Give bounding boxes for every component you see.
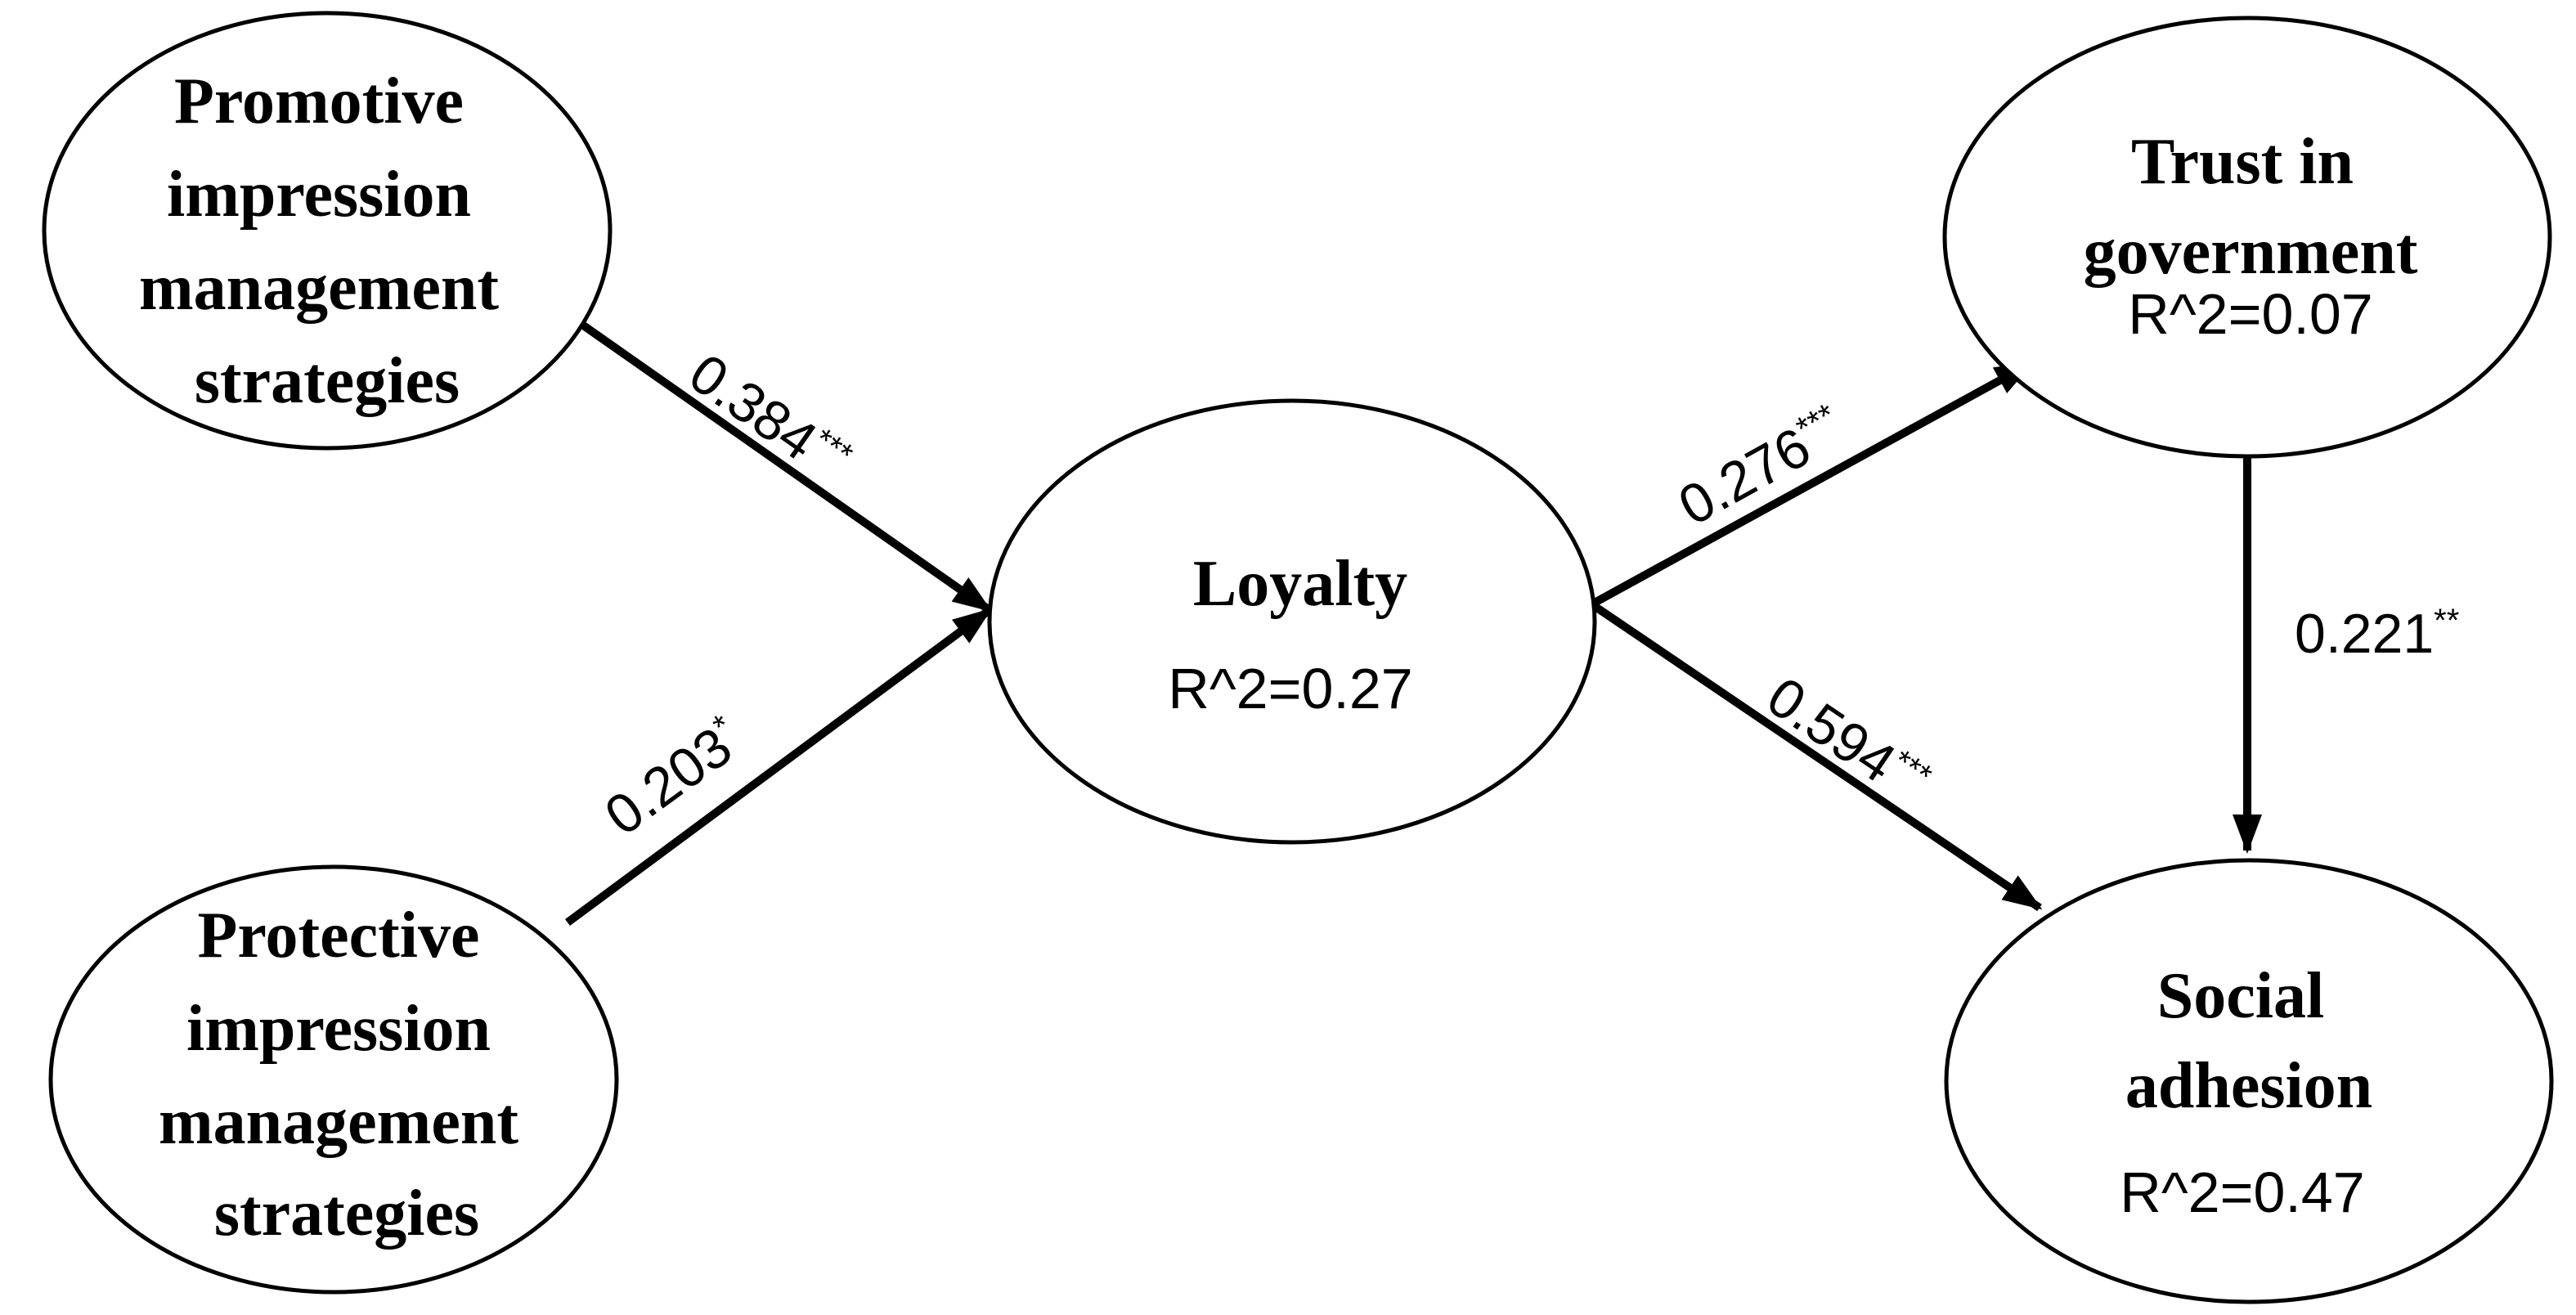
node-social-title: Social adhesion <box>2125 960 2372 1122</box>
edge-promotive-to-loyalty <box>572 315 993 614</box>
node-trust-r2: R^2=0.07 <box>2128 282 2372 346</box>
edge-label-trust-social: 0.221** <box>2295 603 2459 665</box>
node-loyalty-ellipse <box>987 398 1597 845</box>
node-protective-strategies: Protective impression management strateg… <box>48 864 619 1295</box>
node-loyalty: Loyalty R^2=0.27 <box>987 398 1597 845</box>
edge-protective-to-loyalty <box>565 606 993 927</box>
edge-loyalty-to-trust <box>1591 359 2035 608</box>
edge-label-promotive-loyalty: 0.384*** <box>678 342 859 495</box>
node-trust-in-government: Trust in government R^2=0.07 <box>1942 16 2552 459</box>
node-protective-title: Protective impression management strateg… <box>159 900 535 1250</box>
node-social-r2: R^2=0.47 <box>2120 1160 2364 1224</box>
edge-loyalty-to-social <box>1591 601 2043 912</box>
node-loyalty-r2: R^2=0.27 <box>1168 657 1412 720</box>
node-trust-ellipse <box>1942 16 2552 459</box>
node-promotive-title: Promotive impression management strategi… <box>139 65 515 417</box>
node-social-ellipse <box>1944 858 2554 1304</box>
node-loyalty-title: Loyalty <box>1193 548 1407 620</box>
node-social-adhesion: Social adhesion R^2=0.47 <box>1944 858 2554 1304</box>
node-promotive-strategies: Promotive impression management strategi… <box>42 11 613 451</box>
node-protective-ellipse <box>48 864 619 1295</box>
node-promotive-ellipse <box>42 11 613 451</box>
edges <box>565 315 2262 927</box>
edge-label-loyalty-social: 0.594*** <box>1757 665 1938 815</box>
edge-label-protective-loyalty: 0.203* <box>594 707 753 847</box>
edge-label-loyalty-trust: 0.276*** <box>1668 397 1854 538</box>
node-trust-title: Trust in government <box>2084 126 2418 288</box>
